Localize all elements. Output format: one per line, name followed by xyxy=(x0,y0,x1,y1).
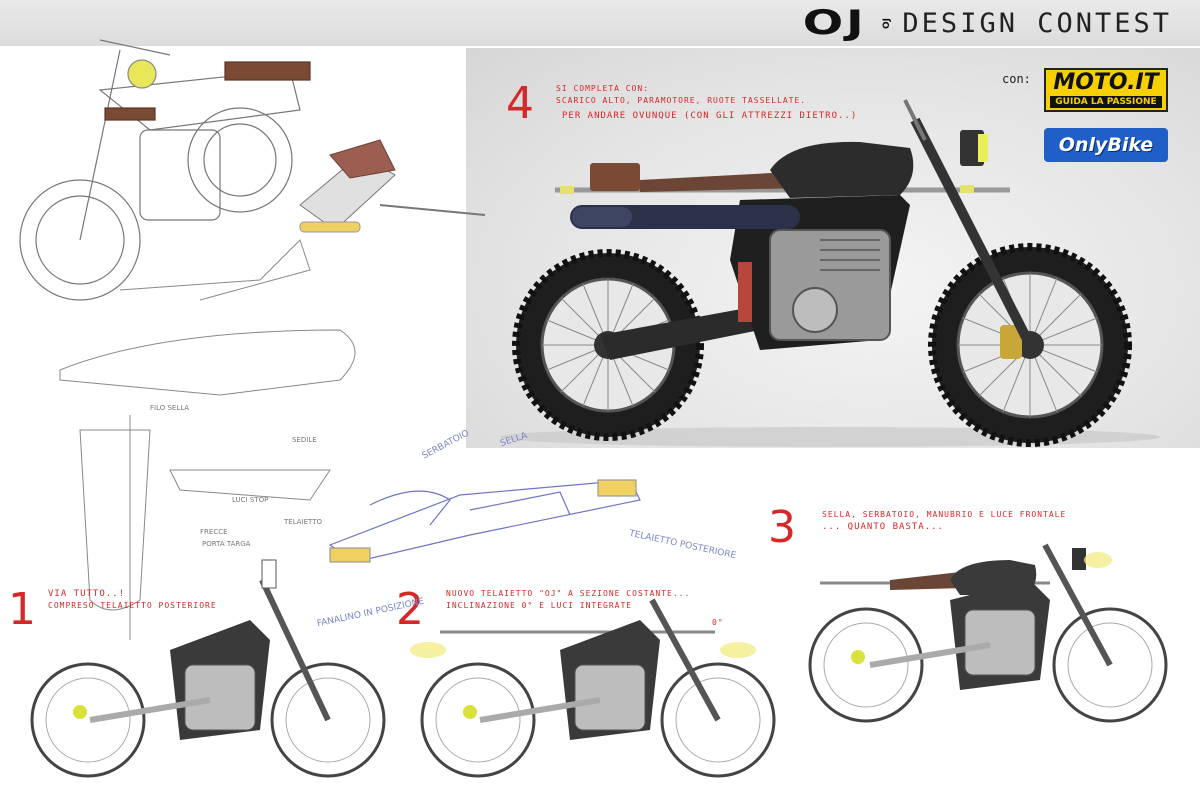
blue-frame-sketch-icon xyxy=(328,479,641,563)
contest-title: DESIGN CONTEST xyxy=(902,7,1172,39)
moto-it-name: MOTO.IT xyxy=(1053,70,1159,95)
step-2-note-2: INCLINAZIONE 0° E LUCI INTEGRATE xyxy=(446,601,633,610)
frame-sketch-icon xyxy=(59,239,356,640)
bike-step2-icon xyxy=(410,598,776,778)
step-2-number: 2 xyxy=(396,584,424,635)
step-2-note-1: NUOVO TELAIETTO "OJ" A SEZIONE COSTANTE.… xyxy=(446,589,691,598)
motorcycle-sketch-icon xyxy=(19,39,311,301)
pencil-note-stop: LUCI STOP xyxy=(232,496,269,504)
step-2-angle-label: 0° xyxy=(712,618,724,627)
moto-it-tagline: GUIDA LA PASSIONE xyxy=(1050,96,1162,108)
motorcycle-render-icon xyxy=(500,99,1160,447)
pencil-note-seat-line: FILO SELLA xyxy=(150,404,190,412)
step-3-note-2: ... QUANTO BASTA... xyxy=(822,522,944,532)
step-1-note-2: COMPRESO TELAIETTO POSTERIORE xyxy=(48,601,217,610)
pencil-note-arrows: FRECCE xyxy=(200,528,228,536)
step-3-note-1: SELLA, SERBATOIO, MANUBRIO E LUCE FRONTA… xyxy=(822,510,1067,519)
pencil-note-seat: SEDILE xyxy=(292,436,317,444)
moto-it-logo[interactable]: MOTO.IT GUIDA LA PASSIONE xyxy=(1044,68,1168,112)
seat-sketch-icon xyxy=(299,139,486,233)
step-4-number: 4 xyxy=(506,78,534,129)
brand-lockup: OJ OJ DESIGN CONTEST xyxy=(803,6,1172,40)
onlybike-name: OnlyBike xyxy=(1058,134,1154,156)
header-bar xyxy=(0,0,1200,46)
onlybike-logo[interactable]: OnlyBike xyxy=(1044,128,1168,162)
sponsors-label: con: xyxy=(1002,72,1031,86)
pencil-note-plate: PORTA TARGA xyxy=(202,540,251,548)
pencil-note-frame: TELAIETTO xyxy=(284,518,322,526)
step-4-note-2: SCARICO ALTO, PARAMOTORE, RUOTE TASSELLA… xyxy=(556,96,807,105)
step-3-number: 3 xyxy=(768,502,796,553)
bike-step1-icon xyxy=(30,559,386,778)
step-4-note-3: PER ANDARE OVUNQUE (CON GLI ATTREZZI DIE… xyxy=(562,111,858,121)
step-1-note-1: VIA TUTTO..! xyxy=(48,589,126,599)
brand-logo: OJ xyxy=(802,3,867,43)
bike-step3-icon xyxy=(808,543,1168,723)
step-1-number: 1 xyxy=(8,584,36,635)
step-4-note-1: SI COMPLETA CON: xyxy=(556,84,650,93)
